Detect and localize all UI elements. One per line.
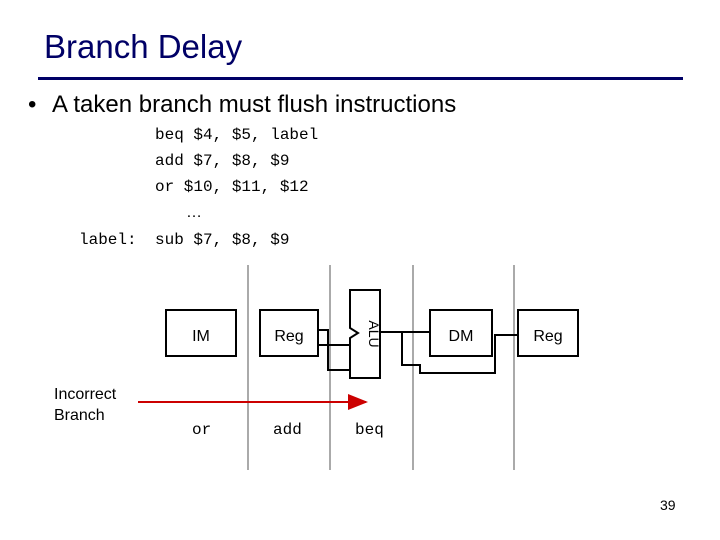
- im-box: [165, 309, 237, 357]
- bullet-point: • A taken branch must flush instructions: [28, 91, 457, 118]
- dm-box: [429, 309, 493, 357]
- in-flight-instr-or: or: [192, 421, 212, 439]
- in-flight-instr-beq: beq: [355, 421, 384, 439]
- incorrect-branch-label: Incorrect Branch: [54, 384, 116, 426]
- code-line-5: sub $7, $8, $9: [155, 231, 290, 249]
- title-underline: [38, 77, 683, 80]
- alu-to-reg-bypass-wire: [380, 331, 518, 374]
- code-label: label:: [79, 231, 137, 249]
- reg-read-label: Reg: [274, 328, 303, 345]
- alu-label: ALU: [366, 320, 382, 347]
- reg-write-label: Reg: [533, 328, 562, 345]
- bullet-text: A taken branch must flush instructions: [52, 91, 457, 118]
- code-line-2: add $7, $8, $9: [155, 152, 290, 170]
- alu-shape: [349, 289, 381, 379]
- reg-write-box: [517, 309, 579, 357]
- code-ellipsis: …: [186, 204, 202, 221]
- incorrect-branch-line2: Branch: [54, 407, 105, 424]
- page-number: 39: [660, 497, 676, 513]
- bullet-dot-icon: •: [28, 91, 37, 118]
- code-line-3: or $10, $11, $12: [155, 178, 309, 196]
- im-label: IM: [192, 328, 210, 345]
- reg-read-box: [259, 309, 319, 357]
- reg-to-alu-wire-top: [318, 329, 350, 346]
- slide-title: Branch Delay: [44, 28, 243, 65]
- reg-to-alu-wire-bottom: [318, 344, 350, 371]
- in-flight-instr-add: add: [273, 421, 302, 439]
- code-line-1: beq $4, $5, label: [155, 126, 319, 144]
- incorrect-branch-line1: Incorrect: [54, 386, 117, 403]
- dm-label: DM: [449, 328, 474, 345]
